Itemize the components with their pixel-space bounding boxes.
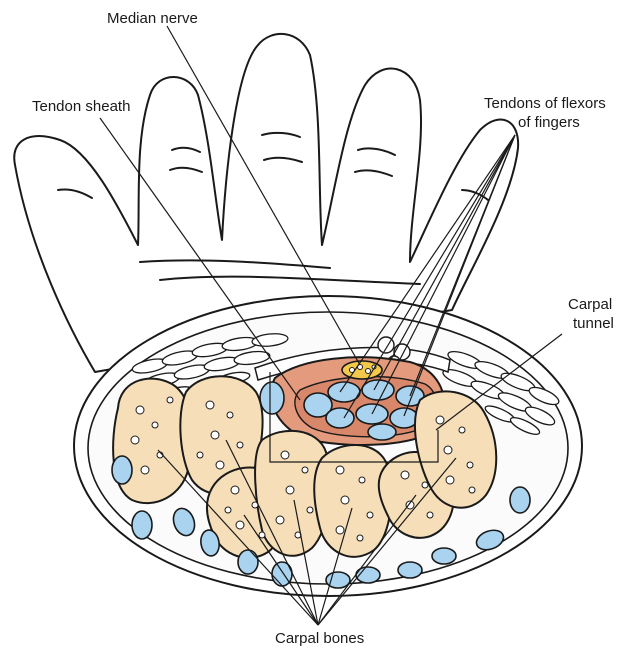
label-median-nerve: Median nerve — [107, 10, 198, 27]
label-carpal-tunnel-line2: tunnel — [573, 315, 614, 332]
label-tendons-flexors-line1: Tendons of flexors — [484, 95, 606, 112]
flexor-tendon — [368, 424, 396, 440]
flexor-tendon — [326, 408, 354, 428]
label-carpal-tunnel-line1: Carpal — [568, 296, 612, 313]
label-carpal-bones: Carpal bones — [275, 630, 364, 647]
wrist-cross-section — [74, 296, 582, 596]
median-nerve — [342, 361, 382, 379]
flexor-pollicis-tendon — [260, 382, 284, 414]
flexor-tendon — [390, 408, 418, 428]
label-tendons-flexors-line2: of fingers — [518, 114, 580, 131]
label-tendon-sheath: Tendon sheath — [32, 98, 130, 115]
